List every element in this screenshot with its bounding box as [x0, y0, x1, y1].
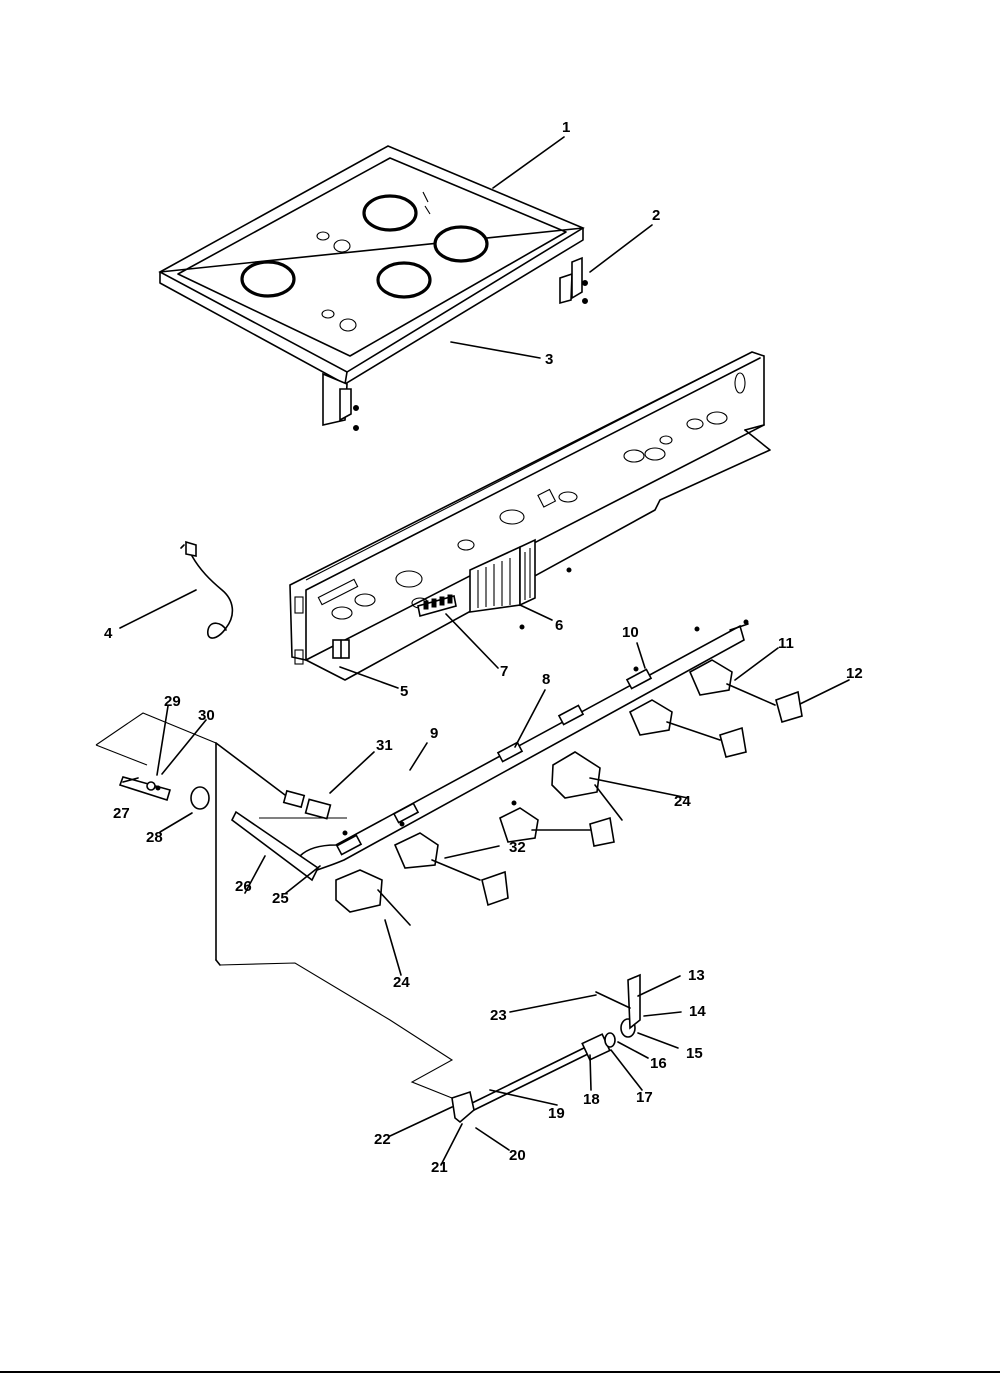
callout-14: 14: [689, 1003, 706, 1020]
oven-control-rod: [219, 962, 641, 1124]
burner-valve-right-2: [688, 619, 803, 724]
callout-27: 27: [113, 805, 130, 822]
terminal-block-7: [417, 594, 457, 618]
gas-manifold: [118, 619, 803, 966]
callout-12: 12: [846, 665, 863, 682]
callout-23: 23: [490, 1007, 507, 1024]
callout-29: 29: [164, 693, 181, 710]
callout-10: 10: [622, 624, 639, 641]
callout-25: 25: [272, 890, 289, 907]
burner-valve-front-mid: [393, 832, 509, 907]
callout-20: 20: [509, 1147, 526, 1164]
pipe-clamp: [335, 834, 363, 856]
callout-2: 2: [652, 207, 660, 224]
cooktop-assembly: [158, 145, 588, 431]
callout-15: 15: [686, 1045, 703, 1062]
callout-labels: 1 2 3 4 5 6 7 8 9 10 11 12 13 14 15 16 1…: [104, 119, 863, 1176]
callout-19: 19: [548, 1105, 565, 1122]
leader-lines: [95, 136, 850, 1166]
callout-17: 17: [636, 1089, 653, 1106]
callout-7: 7: [500, 663, 508, 680]
manifold-panel: [289, 351, 771, 681]
callout-13: 13: [688, 967, 705, 984]
callout-4: 4: [104, 625, 113, 642]
callout-21: 21: [431, 1159, 448, 1176]
spark-module-6: [469, 538, 572, 630]
callout-6: 6: [555, 617, 563, 634]
callout-1: 1: [562, 119, 570, 136]
callout-18: 18: [583, 1091, 600, 1108]
burner-valve-front-left: [335, 821, 411, 926]
burner-valve-center: [551, 751, 623, 821]
pipe-clamp-9: [392, 802, 420, 824]
callout-16: 16: [650, 1055, 667, 1072]
callout-26: 26: [235, 878, 252, 895]
callout-28: 28: [146, 829, 163, 846]
callout-5: 5: [400, 683, 408, 700]
callout-24-lower: 24: [393, 974, 410, 991]
bracket-5: [332, 639, 350, 659]
power-cord-4: [180, 540, 234, 639]
burner-valve-rear-mid: [499, 800, 615, 847]
pipe-clamp: [557, 704, 585, 726]
pipe-clamp-8: [496, 741, 524, 763]
callout-11: 11: [778, 635, 794, 652]
callout-30: 30: [198, 707, 215, 724]
callout-22: 22: [374, 1131, 391, 1148]
burner-valve-right-1: [628, 666, 747, 758]
callout-8: 8: [542, 671, 550, 688]
callout-9: 9: [430, 725, 438, 742]
pipe-clamp-10: [625, 668, 653, 690]
callout-3: 3: [545, 351, 553, 368]
callout-24-upper: 24: [674, 793, 691, 810]
callout-32: 32: [509, 839, 526, 856]
callout-31: 31: [376, 737, 393, 754]
